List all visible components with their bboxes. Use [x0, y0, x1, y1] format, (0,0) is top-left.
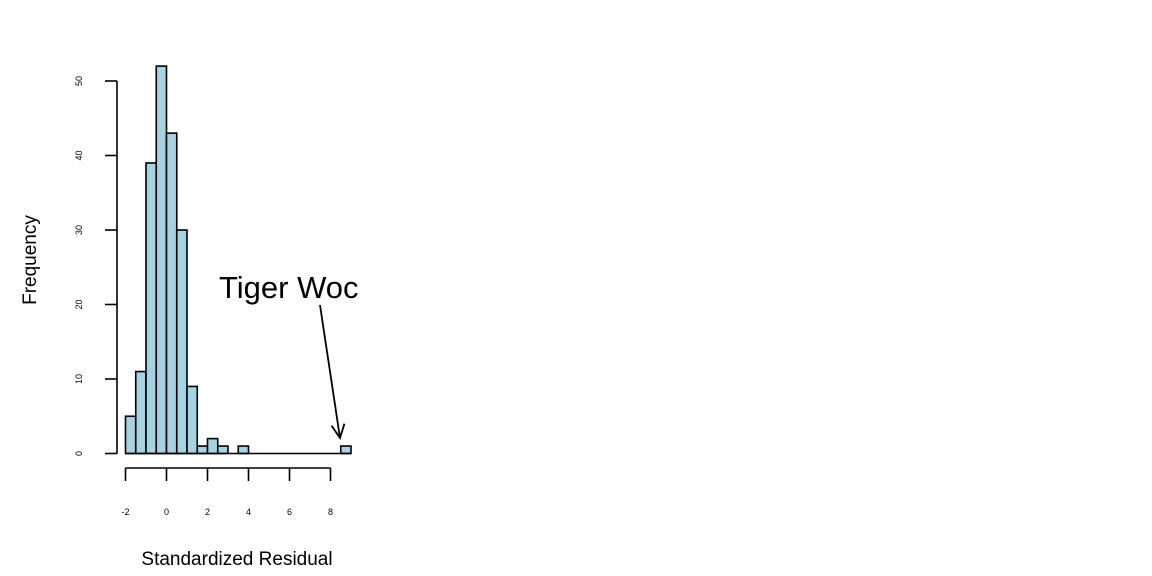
x-tick-label: 4	[246, 507, 251, 517]
annotation-group: Tiger Woc	[219, 270, 359, 305]
histogram-bar	[186, 385, 199, 455]
x-axis-title: Standardized Residual	[141, 549, 332, 570]
histogram-bar	[124, 415, 137, 455]
histogram-bar	[175, 229, 188, 455]
x-tick-label: 0	[164, 507, 169, 517]
arrow-head	[330, 423, 346, 441]
x-axis: -2 0 2 4 6 8	[121, 467, 333, 517]
y-tick-label: 0	[74, 451, 84, 456]
histogram-bar	[237, 445, 250, 455]
histogram-bar	[145, 162, 158, 455]
histogram-bar	[339, 445, 352, 455]
histogram-bar	[216, 445, 229, 455]
y-tick-label: 40	[74, 150, 84, 160]
x-tick-label: -2	[121, 507, 129, 517]
histogram-bar	[155, 65, 168, 455]
y-tick-label: 50	[74, 76, 84, 86]
annotation-arrow	[319, 304, 346, 441]
y-tick-label: 30	[74, 225, 84, 235]
histogram-bars	[124, 65, 352, 455]
arrow-shaft	[319, 304, 341, 439]
histogram-bar	[165, 132, 178, 455]
annotation-label: Tiger Woc	[219, 270, 359, 305]
y-tick-label: 20	[74, 299, 84, 309]
y-tick-label: 10	[74, 374, 84, 384]
x-tick-label: 8	[328, 507, 333, 517]
y-axis-title: Frequency	[20, 215, 41, 305]
histogram-bar	[134, 370, 147, 455]
y-axis: 0 10 20 30 40 50	[74, 76, 118, 456]
histogram-bar	[206, 437, 219, 455]
x-tick-label: 6	[287, 507, 292, 517]
x-tick-label: 2	[205, 507, 210, 517]
histogram-bar	[196, 445, 209, 455]
